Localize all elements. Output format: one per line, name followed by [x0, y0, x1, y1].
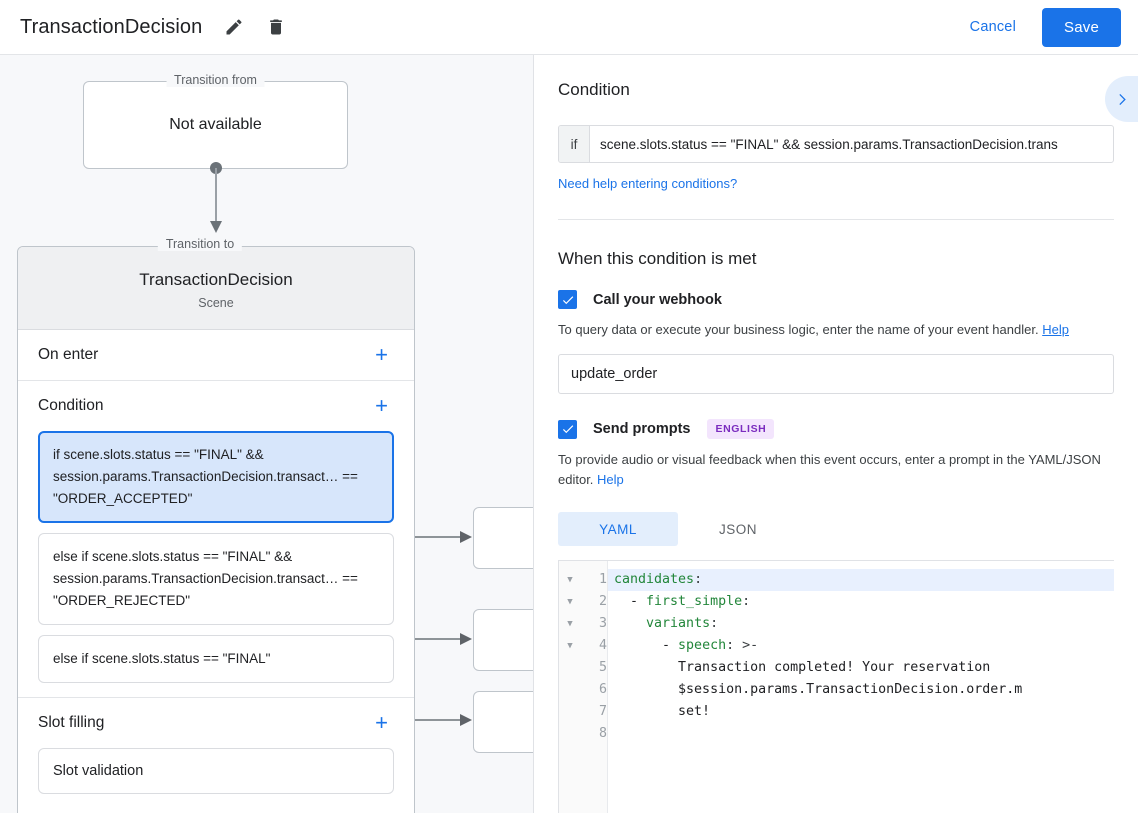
condition-details-panel: Condition if Need help entering conditio… — [534, 55, 1138, 813]
line-number: 7 — [598, 704, 607, 719]
page-title: TransactionDecision — [20, 15, 203, 38]
target-node-3[interactable] — [473, 691, 533, 753]
target-node-1[interactable] — [473, 507, 533, 569]
prompts-description-text: To provide audio or visual feedback when… — [558, 452, 1101, 487]
trash-icon — [270, 19, 283, 35]
tab-json[interactable]: JSON — [718, 521, 757, 537]
scene-graph-panel: Transition from Not available Transition… — [0, 55, 533, 813]
editor-line-numbers: 1 2 3 4 5 6 7 8 — [581, 561, 608, 813]
check-icon — [562, 425, 573, 434]
line-number: 1 — [598, 572, 607, 587]
transition-from-legend: Transition from — [166, 73, 265, 87]
condition-heading: Condition — [558, 80, 630, 99]
chevron-right-icon — [1119, 93, 1126, 105]
conditions-help-link[interactable]: Need help entering conditions? — [558, 176, 738, 191]
line-number: 4 — [598, 638, 607, 653]
editor-format-tabs: YAML JSON — [558, 512, 1114, 546]
fold-toggle[interactable]: ▼ — [567, 597, 573, 607]
section-divider — [558, 219, 1114, 220]
language-badge: ENGLISH — [707, 419, 775, 439]
webhook-label: Call your webhook — [593, 291, 722, 308]
webhook-checkbox-row: Call your webhook — [558, 290, 1114, 309]
fold-toggle[interactable]: ▼ — [567, 619, 573, 629]
section-condition: Condition + if scene.slots.status == "FI… — [18, 381, 414, 698]
prompts-checkbox[interactable] — [558, 419, 577, 439]
scene-header: TransactionDecision Scene — [18, 247, 414, 330]
add-condition-button[interactable]: + — [375, 393, 388, 418]
add-on-enter-button[interactable]: + — [375, 342, 388, 367]
code-line: variants: — [646, 616, 719, 631]
condition-card-2[interactable]: else if scene.slots.status == "FINAL" &&… — [38, 533, 394, 625]
scene-type: Scene — [198, 296, 234, 310]
code-line: Transaction completed! Your reservation — [614, 660, 991, 675]
cancel-button[interactable]: Cancel — [969, 19, 1016, 35]
code-line — [614, 723, 1114, 745]
panel-divider — [533, 55, 534, 813]
top-bar: TransactionDecision Cancel Save — [0, 0, 1138, 55]
webhook-handler-input[interactable] — [558, 354, 1114, 394]
transition-to-legend: Transition to — [157, 237, 243, 251]
code-line: candidates: — [608, 569, 1114, 591]
transition-from-value: Not available — [169, 116, 262, 133]
prompts-label: Send prompts — [593, 421, 691, 437]
when-condition-met-heading: When this condition is met — [558, 249, 757, 268]
line-number: 2 — [598, 594, 607, 609]
code-line: $session.params.TransactionDecision.orde… — [614, 682, 1023, 697]
condition-input-row[interactable]: if — [558, 125, 1114, 163]
webhook-description: To query data or execute your business l… — [558, 320, 1114, 340]
check-icon — [562, 295, 573, 304]
prompts-description: To provide audio or visual feedback when… — [558, 450, 1114, 490]
section-title-on-enter: On enter — [38, 346, 99, 363]
code-line: set! — [614, 704, 711, 719]
editor-fold-column: ▼ ▼ ▼ ▼ — [559, 561, 581, 813]
line-number: 8 — [598, 726, 607, 741]
section-on-enter: On enter + — [18, 330, 414, 381]
connector-arrowhead-cond-3 — [460, 714, 472, 726]
expand-panel-button[interactable] — [1105, 76, 1138, 122]
code-line: - first_simple: — [614, 594, 751, 609]
scene-name: TransactionDecision — [139, 270, 293, 289]
line-number: 3 — [598, 616, 607, 631]
target-node-2[interactable] — [473, 609, 533, 671]
connector-arrowhead-from — [210, 221, 222, 233]
prompts-checkbox-row: Send prompts ENGLISH — [558, 419, 1114, 439]
webhook-help-link[interactable]: Help — [1042, 322, 1069, 337]
code-line: - speech: >- — [614, 638, 759, 653]
section-title-slot-filling: Slot filling — [38, 714, 105, 731]
pencil-icon — [226, 19, 242, 35]
transition-to-box: TransactionDecision Scene On enter + Con… — [17, 246, 415, 813]
save-button[interactable]: Save — [1042, 7, 1121, 47]
section-slot-filling: Slot filling + Slot validation — [18, 698, 414, 808]
tab-yaml[interactable]: YAML — [558, 512, 678, 546]
webhook-checkbox[interactable] — [558, 290, 577, 309]
editor-code-area[interactable]: candidates: - first_simple: variants: - … — [608, 561, 1114, 813]
delete-button[interactable] — [262, 13, 290, 41]
prompts-help-link[interactable]: Help — [597, 472, 624, 487]
fold-toggle[interactable]: ▼ — [567, 575, 573, 585]
edit-name-button[interactable] — [220, 13, 248, 41]
connector-arrowhead-cond-2 — [460, 633, 472, 645]
if-label: if — [559, 126, 590, 162]
slot-validation-card[interactable]: Slot validation — [38, 748, 394, 794]
condition-card-1[interactable]: if scene.slots.status == "FINAL" && sess… — [38, 431, 394, 523]
prompt-code-editor[interactable]: ▼ ▼ ▼ ▼ 1 2 3 4 5 6 7 8 candidates: - first_simple… — [558, 560, 1114, 813]
transition-from-box: Transition from Not available — [83, 73, 348, 169]
fold-toggle[interactable]: ▼ — [567, 641, 573, 651]
condition-input[interactable] — [590, 126, 1113, 162]
section-title-condition: Condition — [38, 397, 104, 414]
webhook-description-text: To query data or execute your business l… — [558, 322, 1039, 337]
top-bar-actions: Cancel Save — [954, 7, 1138, 47]
condition-card-3[interactable]: else if scene.slots.status == "FINAL" — [38, 635, 394, 683]
add-slot-filling-button[interactable]: + — [375, 710, 388, 735]
line-number: 5 — [598, 660, 607, 675]
condition-section: Condition if Need help entering conditio… — [534, 55, 1138, 813]
line-number: 6 — [598, 682, 607, 697]
connector-arrowhead-cond-1 — [460, 531, 472, 543]
